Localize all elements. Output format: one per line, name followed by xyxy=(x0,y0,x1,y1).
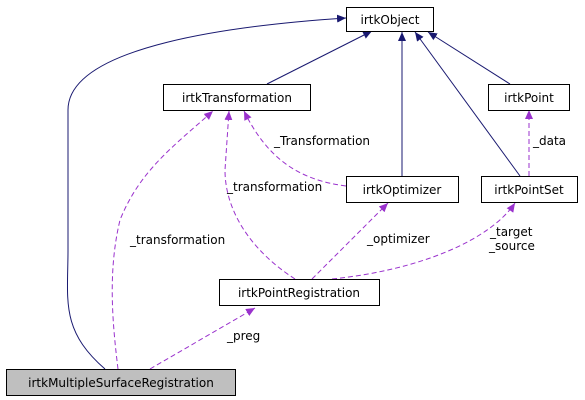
edge-pointregistration-to-transformation xyxy=(224,110,296,280)
node-irtkTransformation[interactable]: irtkTransformation xyxy=(163,84,311,111)
edge-multiplesurface-to-transformation xyxy=(111,110,214,370)
edge-optimizer-to-transformation xyxy=(243,110,347,187)
node-irtkObject[interactable]: irtkObject xyxy=(346,7,434,32)
edge-point-to-object xyxy=(427,31,511,85)
node-label-irtkTransformation: irtkTransformation xyxy=(182,91,292,105)
node-label-irtkPoint: irtkPoint xyxy=(504,91,554,105)
edge-transformation-to-object xyxy=(266,30,373,85)
node-irtkPointSet[interactable]: irtkPointSet xyxy=(481,176,578,203)
node-label-irtkPointRegistration: irtkPointRegistration xyxy=(238,286,360,300)
node-irtkMultipleSurfaceRegistration[interactable]: irtkMultipleSurfaceRegistration xyxy=(6,369,236,396)
edge-labels: _Transformation _data _transformation _t… xyxy=(129,134,566,343)
label-preg: _preg xyxy=(226,329,260,343)
node-label-irtkOptimizer: irtkOptimizer xyxy=(363,183,442,197)
node-label-irtkMultipleSurfaceRegistration: irtkMultipleSurfaceRegistration xyxy=(28,376,214,390)
label-optimizer: _optimizer xyxy=(366,232,430,246)
node-irtkOptimizer[interactable]: irtkOptimizer xyxy=(346,176,459,203)
usage-edges xyxy=(111,110,533,370)
edge-multiplesurface-to-object xyxy=(66,14,347,370)
edge-multiplesurface-to-pointregistration xyxy=(149,307,256,370)
label-transformation-lower: _transformation xyxy=(226,180,322,194)
edge-pointregistration-to-optimizer xyxy=(311,202,389,280)
node-label-irtkPointSet: irtkPointSet xyxy=(494,183,564,197)
label-target: _target xyxy=(489,225,533,239)
node-irtkPointRegistration[interactable]: irtkPointRegistration xyxy=(219,279,380,306)
edge-pointregistration-to-pointset xyxy=(331,202,516,280)
label-data: _data xyxy=(532,134,566,148)
label-transformation-left: _transformation xyxy=(129,233,225,247)
edge-pointset-to-object xyxy=(414,31,521,177)
label-source: _source xyxy=(488,239,535,253)
node-label-irtkObject: irtkObject xyxy=(360,13,419,27)
label-transformation-upper: _Transformation xyxy=(273,134,370,148)
inheritance-edges xyxy=(66,14,521,370)
node-irtkPoint[interactable]: irtkPoint xyxy=(488,84,570,111)
